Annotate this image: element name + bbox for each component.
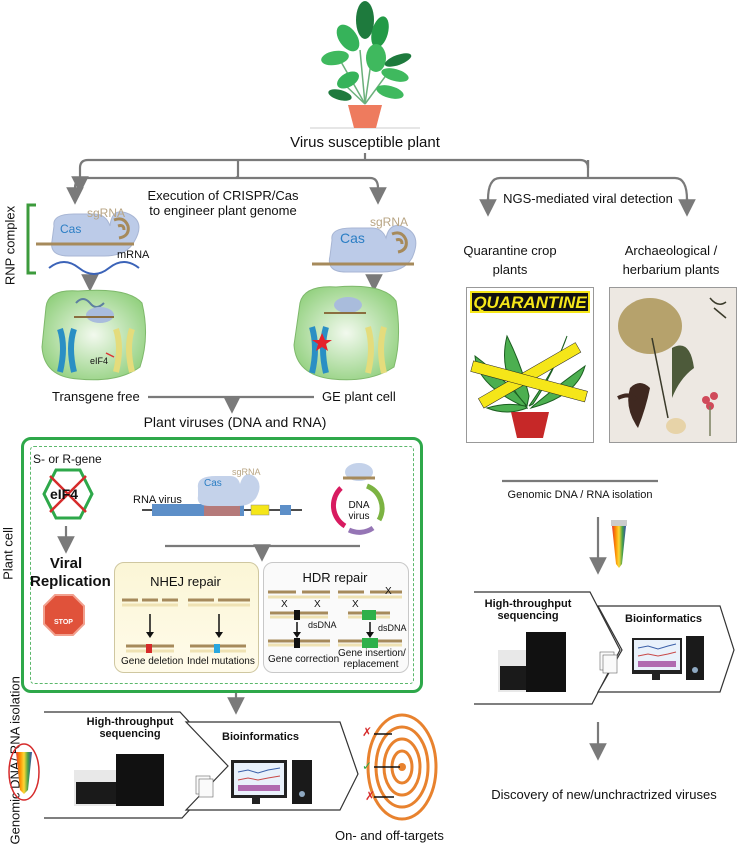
right-isolation-label: Genomic DNA / RNA isolation — [507, 489, 653, 501]
targets-label: On- and off-targets — [335, 828, 444, 843]
cas-label-right: Cas — [340, 230, 365, 246]
viral-replication-line1: Viral — [49, 555, 83, 572]
herbarium-image — [609, 287, 737, 443]
dna-virus-line2: virus — [348, 511, 370, 522]
quarantine-sign-text: QUARANTINE — [473, 293, 587, 312]
hdr-x-1: X — [281, 599, 288, 610]
nhej-title: NHEJ repair — [150, 574, 221, 589]
top-title: Virus susceptible plant — [290, 134, 440, 151]
target-miss-top: ✗ — [362, 725, 373, 739]
nhej-repair-panel — [114, 562, 259, 673]
nhej-diagram — [122, 598, 250, 653]
ge-plant-cell-label: GE plant cell — [322, 389, 396, 404]
target-icon — [366, 713, 438, 821]
hdr-title: HDR repair — [302, 570, 368, 585]
hdr-x-4: X — [385, 586, 392, 597]
mrna-label: mRNA — [117, 249, 150, 261]
nhej-item-gene-deletion: Gene deletion — [121, 656, 184, 667]
hdr-item-gene-correction: Gene correction — [268, 654, 340, 665]
hdr-item-replacement: replacement — [343, 659, 399, 670]
rna-virus-label: RNA virus — [133, 494, 182, 506]
crispr-heading-line1: Execution of CRISPR/Cas — [147, 188, 299, 203]
sgrna-label-left: sgRNA — [87, 206, 126, 220]
archaeo-heading-line1: Archaeological / — [624, 243, 718, 258]
rna-virus-genome — [142, 474, 302, 516]
hdr-x-2: X — [314, 599, 321, 610]
crispr-heading-line2: to engineer plant genome — [149, 203, 297, 218]
transgene-free-cell — [41, 289, 147, 381]
rnp-bracket — [26, 203, 36, 275]
plant-cell-side-label: Plant cell — [0, 527, 16, 580]
hdr-dsdna-1: dsDNA — [308, 620, 337, 630]
hdr-item-gene-insertion: Gene insertion/ — [338, 648, 406, 659]
eif4-crossed-label: eIF4 — [50, 486, 79, 502]
target-hit: ✓ — [362, 759, 373, 773]
stop-sign-icon — [43, 594, 85, 636]
bioinformatics-right: Bioinformatics — [625, 613, 703, 625]
cas-label-left: Cas — [60, 222, 82, 236]
eif4-label-cell: eIF4 — [90, 356, 109, 366]
hts-right-line2: sequencing — [497, 610, 559, 622]
pipeline-chevrons-left — [8, 711, 359, 819]
quarantine-heading-line1: Quarantine crop — [463, 243, 557, 258]
sample-tube-icon — [611, 520, 627, 568]
cas-sgrna-complex-left — [36, 211, 140, 275]
hdr-x-3: X — [352, 599, 359, 610]
transgene-free-label: Transgene free — [52, 389, 140, 404]
quarantine-heading-line2: plants — [492, 262, 528, 277]
hts-left-line1: High-throughput — [86, 716, 174, 728]
viral-replication-line2: Replication — [30, 573, 111, 590]
potted-plant-icon — [310, 1, 420, 129]
discovery-label: Discovery of new/unchractrized viruses — [491, 787, 717, 802]
cas-sgrna-complex-right — [312, 225, 417, 273]
target-miss-bottom: ✗ — [365, 789, 376, 803]
pipeline-chevrons-right — [474, 591, 735, 705]
crossed-eif4-hexagon-icon — [42, 468, 94, 520]
ge-plant-cell — [293, 285, 400, 381]
dna-virus-plasmid — [330, 463, 385, 535]
archaeo-heading-line2: herbarium plants — [622, 262, 720, 277]
s-r-gene-label: S- or R-gene — [33, 452, 102, 466]
hdr-diagram — [268, 590, 402, 648]
rnp-complex-label: RNP complex — [2, 205, 18, 286]
hts-right-line1: High-throughput — [484, 598, 572, 610]
plant-cell-frame — [21, 437, 423, 693]
hts-left-line2: sequencing — [99, 728, 161, 740]
hdr-dsdna-2: dsDNA — [378, 623, 407, 633]
sgrna-label-rna: sgRNA — [232, 467, 261, 477]
sgrna-label-right: sgRNA — [370, 215, 409, 229]
nhej-item-indel-mutations: Indel mutations — [187, 656, 255, 667]
ngs-heading: NGS-mediated viral detection — [503, 191, 673, 206]
plant-viruses-heading: Plant viruses (DNA and RNA) — [143, 414, 327, 430]
quarantine-plant-image: QUARANTINE — [466, 287, 594, 443]
stop-label: STOP — [54, 619, 73, 626]
bioinformatics-left: Bioinformatics — [222, 731, 300, 743]
dna-virus-line1: DNA — [348, 500, 370, 511]
cas-label-rna: Cas — [204, 478, 222, 489]
